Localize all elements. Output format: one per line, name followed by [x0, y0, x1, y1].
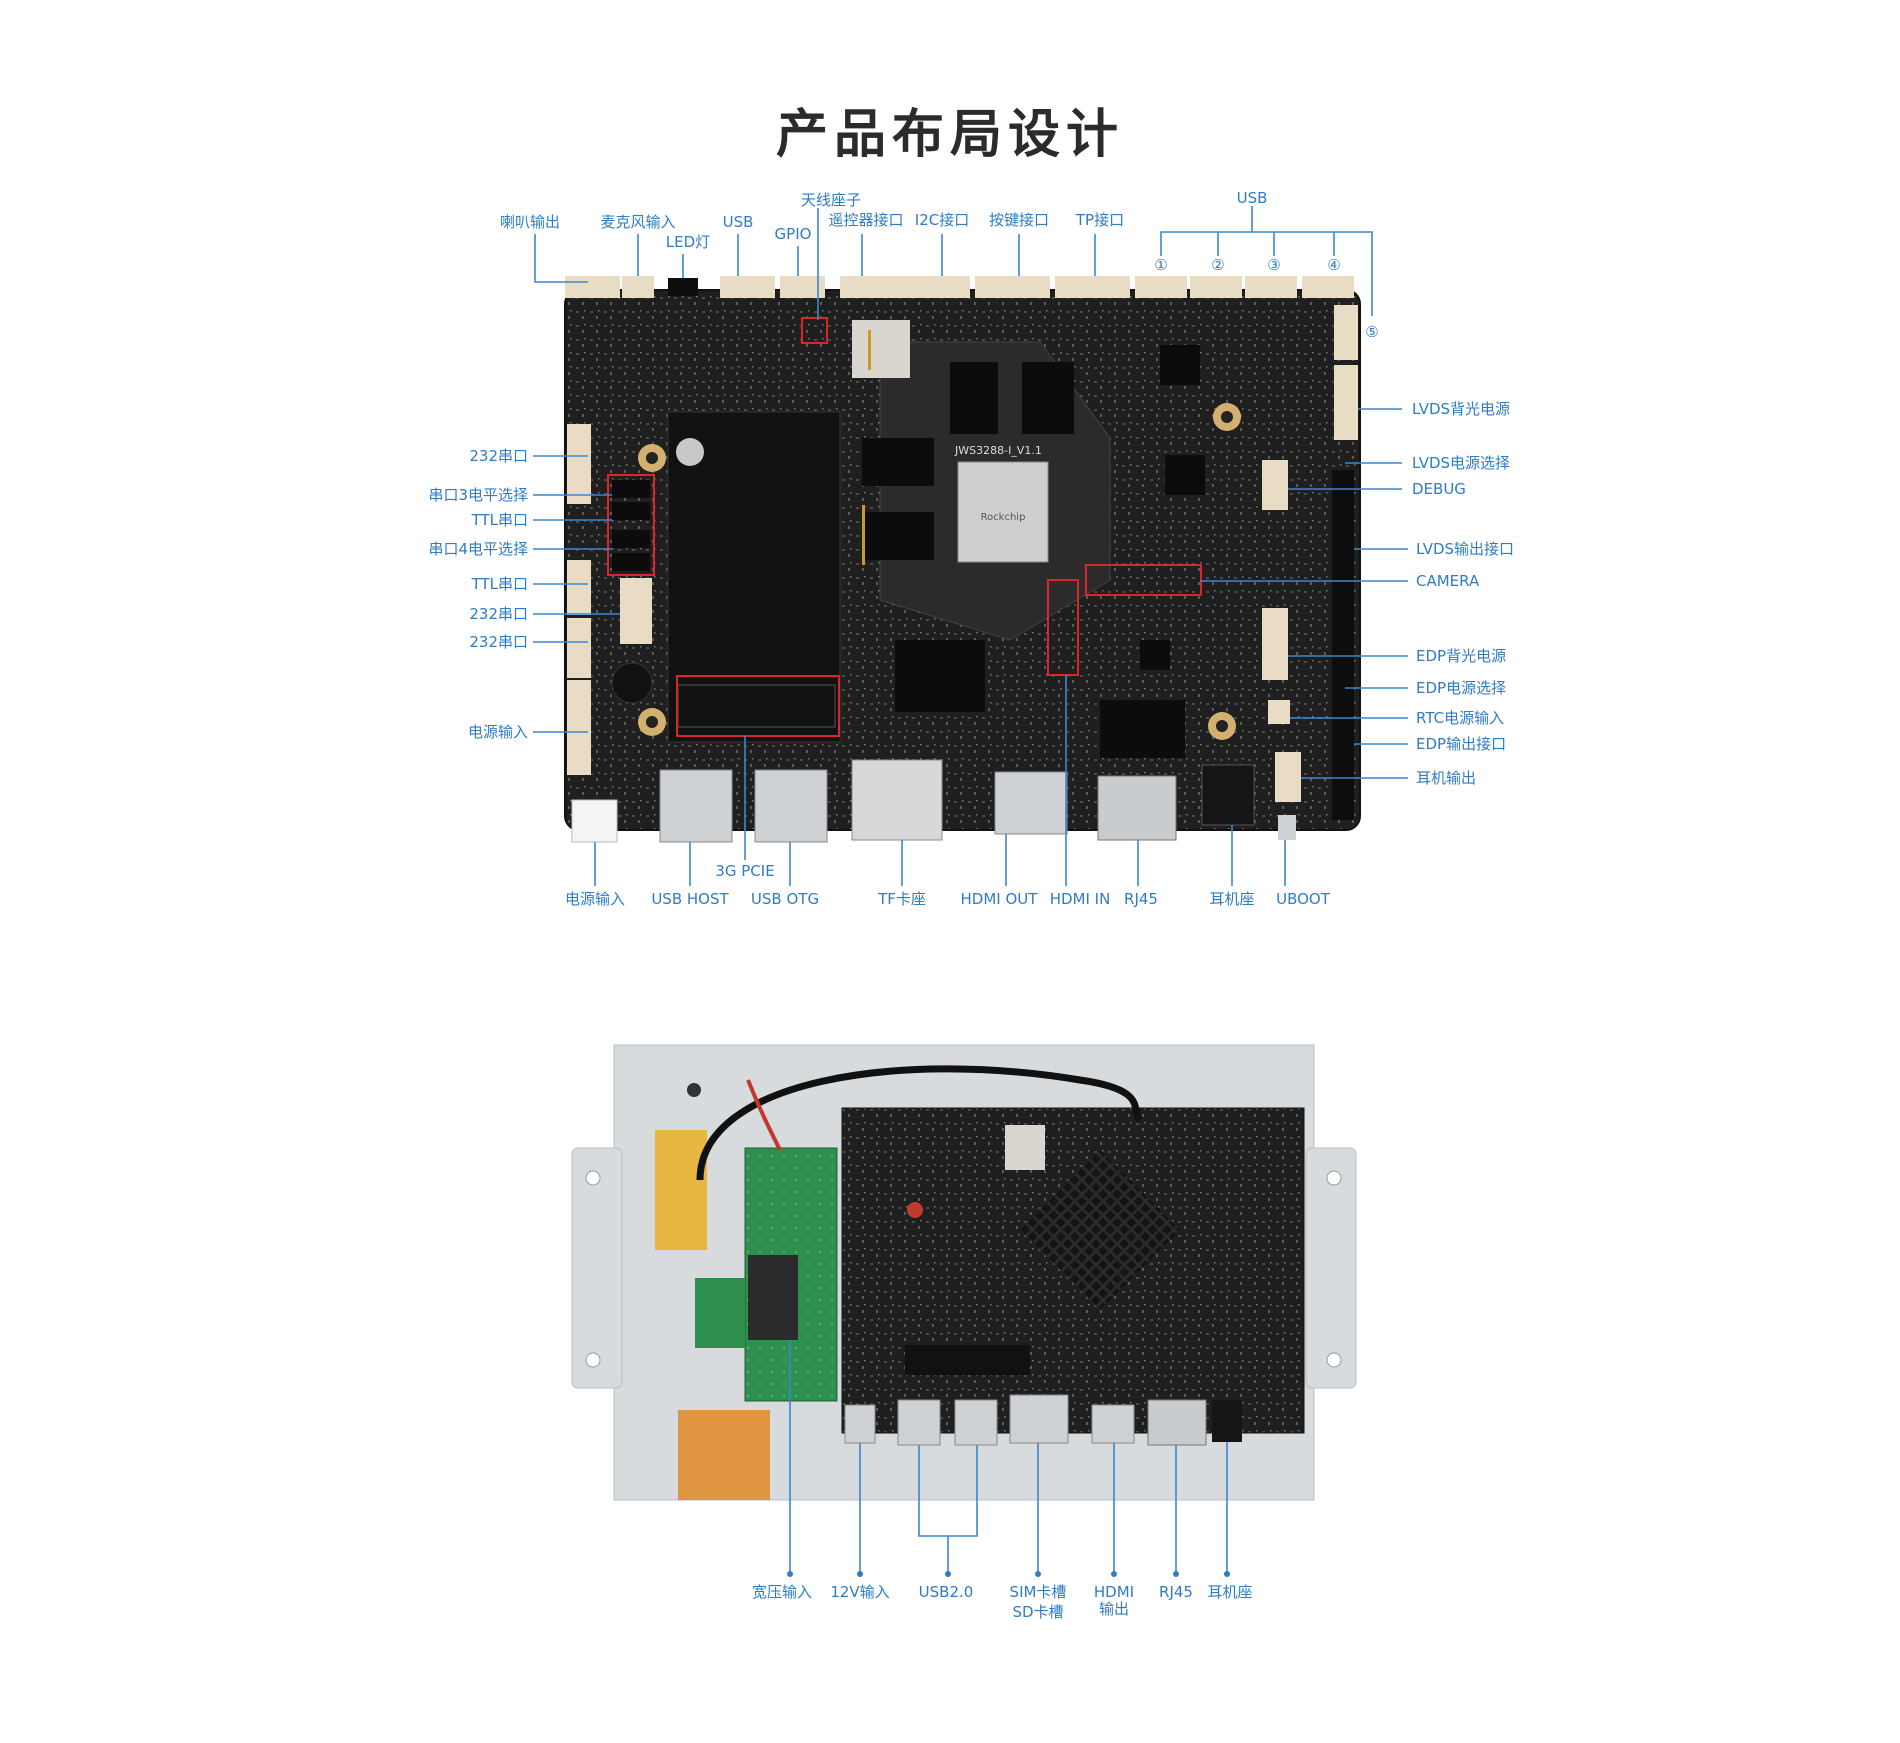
label-remote: 遥控器接口 [828, 211, 903, 229]
label-gpio: GPIO [775, 225, 812, 243]
label-ttl-2: TTL串口 [471, 575, 528, 593]
soc-logo: Rockchip [981, 512, 1026, 523]
label-hdmi-output: 输出 [1099, 1600, 1129, 1618]
label-usb-1: ① [1154, 256, 1167, 274]
board-model-label: JWS3288-I_V1.1 [954, 444, 1042, 457]
label-12v-in: 12V输入 [830, 1583, 889, 1601]
label-camera: CAMERA [1416, 572, 1480, 590]
label-lvds-out: LVDS输出接口 [1416, 540, 1514, 558]
label-sd-slot: SD卡槽 [1012, 1603, 1063, 1621]
label-edp-backlight: EDP背光电源 [1416, 647, 1506, 665]
label-usb20: USB2.0 [919, 1583, 974, 1601]
label-sim-slot: SIM卡槽 [1010, 1583, 1067, 1601]
label-232-3: 232串口 [469, 633, 528, 651]
label-rtc-power: RTC电源输入 [1416, 709, 1504, 727]
label-edp-out: EDP输出接口 [1416, 735, 1506, 753]
label-rj45: RJ45 [1124, 890, 1158, 908]
label-usb-host: USB HOST [651, 890, 729, 908]
label-ttl-1: TTL串口 [471, 511, 528, 529]
label-ear-jack-2: 耳机座 [1207, 1583, 1252, 1601]
board1-pcb: Rockchip JWS3288-I_V1.1 [564, 276, 1361, 843]
label-tp: TP接口 [1075, 211, 1124, 229]
board2-labels: 宽压输入 12V输入 USB2.0 SIM卡槽 SD卡槽 HDMI 输出 RJ4… [752, 1583, 1253, 1621]
label-3g-pcie: 3G PCIE [715, 862, 774, 880]
label-power-in-bottom: 电源输入 [565, 890, 625, 908]
label-key: 按键接口 [989, 211, 1049, 229]
label-232-1: 232串口 [469, 447, 528, 465]
label-led: LED灯 [666, 233, 710, 251]
label-earphone-out: 耳机输出 [1416, 769, 1476, 787]
label-edp-power-sel: EDP电源选择 [1416, 679, 1506, 697]
label-usb-otg: USB OTG [751, 890, 819, 908]
label-power-in-left: 电源输入 [468, 723, 528, 741]
label-uboot: UBOOT [1276, 890, 1331, 908]
label-ear-jack: 耳机座 [1209, 890, 1254, 908]
label-usb-group: USB [1237, 189, 1268, 207]
highlight-boxes [607, 317, 1202, 737]
board2-leaders [787, 1340, 1230, 1577]
label-usb-5: ⑤ [1365, 323, 1378, 341]
label-hdmi-out: HDMI OUT [961, 890, 1039, 908]
label-232-2: 232串口 [469, 605, 528, 623]
page-title: 产品布局设计 [775, 105, 1124, 165]
label-rj45-2: RJ45 [1159, 1583, 1193, 1601]
label-speaker-out: 喇叭输出 [500, 213, 560, 231]
label-hdmi: HDMI [1094, 1583, 1134, 1601]
label-wide-voltage-in: 宽压输入 [752, 1583, 812, 1601]
board1-labels: 喇叭输出 麦克风输入 LED灯 USB GPIO 天线座子 遥控器接口 I2C接… [428, 189, 1514, 908]
label-uart4-level: 串口4电平选择 [428, 540, 528, 558]
board1-leaders [533, 206, 1408, 886]
label-usb-2: ② [1211, 256, 1224, 274]
label-usb-4: ④ [1327, 256, 1340, 274]
board2-assembly [571, 1044, 1357, 1501]
label-lvds-power-sel: LVDS电源选择 [1412, 454, 1510, 472]
label-antenna: 天线座子 [801, 191, 861, 209]
label-hdmi-in: HDMI IN [1050, 890, 1111, 908]
label-usb-3: ③ [1267, 256, 1280, 274]
label-i2c: I2C接口 [915, 211, 969, 229]
label-tf-slot: TF卡座 [877, 890, 926, 908]
label-lvds-backlight: LVDS背光电源 [1412, 400, 1510, 418]
label-usb-top: USB [723, 213, 754, 231]
label-debug: DEBUG [1412, 480, 1466, 498]
label-mic-in: 麦克风输入 [600, 213, 675, 231]
label-uart3-level: 串口3电平选择 [428, 486, 528, 504]
